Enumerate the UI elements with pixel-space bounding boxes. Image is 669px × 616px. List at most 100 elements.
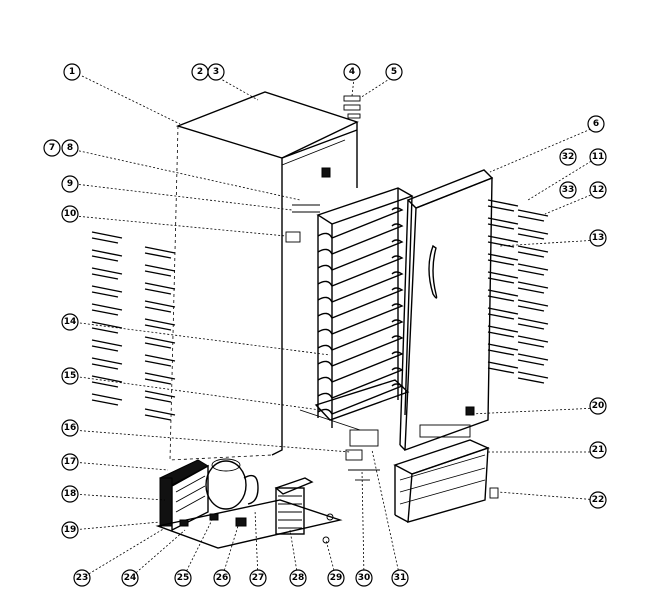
shelf-slat (91, 375, 123, 388)
shelf-slat (144, 336, 176, 349)
shelf-slat (91, 321, 123, 334)
shelf-slat (144, 264, 176, 277)
callout-label: 11 (592, 152, 605, 162)
callout-circle (174, 569, 192, 587)
rack-shelf (317, 287, 404, 319)
shelf-slat (144, 318, 176, 331)
shelf-slat (487, 289, 519, 302)
callout-label: 27 (252, 573, 265, 583)
callout-circle (327, 569, 345, 587)
callout-label: 33 (562, 185, 575, 195)
shelf-slat (91, 249, 123, 262)
shelf-lines (317, 207, 404, 415)
shelf-slats (91, 199, 549, 421)
shelf-slat (144, 246, 176, 259)
rack-shelf (317, 303, 404, 335)
shelf-slat (517, 263, 549, 276)
callout-circle (589, 229, 607, 247)
callout-label: 31 (394, 573, 407, 583)
shelf-slat (487, 199, 519, 212)
callout-24: 24 (121, 569, 139, 587)
callout-label: 9 (67, 179, 73, 189)
shelf-slat (144, 372, 176, 385)
callout-label: 28 (292, 573, 305, 583)
callout-circle (121, 569, 139, 587)
shelf-slat (91, 267, 123, 280)
callout-circle (559, 148, 577, 166)
shelf-slat (487, 343, 519, 356)
callout-17: 17 (61, 453, 79, 471)
shelf-slat (91, 393, 123, 406)
callout-label: 6 (593, 119, 599, 129)
callout-circle (61, 453, 79, 471)
callout-2: 2 (191, 63, 209, 81)
shelf-slat (517, 299, 549, 312)
callout-circle (589, 397, 607, 415)
rack-shelf (317, 383, 404, 415)
base-drawer (393, 424, 499, 523)
callout-label: 12 (592, 185, 605, 195)
callout-32: 32 (559, 148, 577, 166)
callout-26: 26 (213, 569, 231, 587)
callout-label: 17 (64, 457, 77, 467)
callout-circle (61, 485, 79, 503)
callout-15: 15 (61, 367, 79, 385)
shelf-slat (487, 271, 519, 284)
shelf-slat (487, 235, 519, 248)
cabinet-body (169, 91, 359, 461)
shelf-slat (487, 307, 519, 320)
callout-3: 3 (207, 63, 225, 81)
callout-5: 5 (385, 63, 403, 81)
callout-label: 20 (592, 401, 605, 411)
callout-label: 24 (124, 573, 137, 583)
rack-shelf (317, 271, 404, 303)
shelf-slat (517, 209, 549, 222)
callout-22: 22 (589, 491, 607, 509)
callout-circle (289, 569, 307, 587)
callout-circle (343, 63, 361, 81)
callout-label: 10 (64, 209, 77, 219)
shelf-slat (517, 281, 549, 294)
callout-circle (589, 441, 607, 459)
callout-circle (61, 175, 79, 193)
shelf-slat (144, 408, 176, 421)
shelf-slat (91, 303, 123, 316)
callout-label: 15 (64, 371, 77, 381)
callout-circle (587, 115, 605, 133)
callout-20: 20 (589, 397, 607, 415)
callout-12: 12 (589, 181, 607, 199)
callout-circle (213, 569, 231, 587)
callout-circle (207, 63, 225, 81)
callout-circle (61, 367, 79, 385)
callout-label: 29 (330, 573, 343, 583)
shelf-slat (517, 317, 549, 330)
callout-label: 8 (67, 143, 73, 153)
callout-10: 10 (61, 205, 79, 223)
shelf-slat (144, 282, 176, 295)
callout-label: 18 (64, 489, 77, 499)
callout-circle (61, 521, 79, 539)
callout-circle (391, 569, 409, 587)
callout-circle (43, 139, 61, 157)
callout-circle (61, 139, 79, 157)
callout-21: 21 (589, 441, 607, 459)
shelf-slat (487, 253, 519, 266)
callout-label: 30 (358, 573, 371, 583)
callout-label: 22 (592, 495, 605, 505)
shelf-slat (517, 353, 549, 366)
callout-label: 32 (562, 152, 575, 162)
callout-27: 27 (249, 569, 267, 587)
callout-6: 6 (587, 115, 605, 133)
rack-shelf (317, 319, 404, 351)
callout-14: 14 (61, 313, 79, 331)
callout-30: 30 (355, 569, 373, 587)
compressor-assembly (155, 458, 343, 549)
callout-label: 16 (64, 423, 77, 433)
callout-label: 2 (197, 67, 203, 77)
callout-label: 26 (216, 573, 229, 583)
leader-lines (71, 73, 599, 579)
callout-circle (559, 181, 577, 199)
callout-label: 5 (391, 67, 397, 77)
callout-1: 1 (63, 63, 81, 81)
